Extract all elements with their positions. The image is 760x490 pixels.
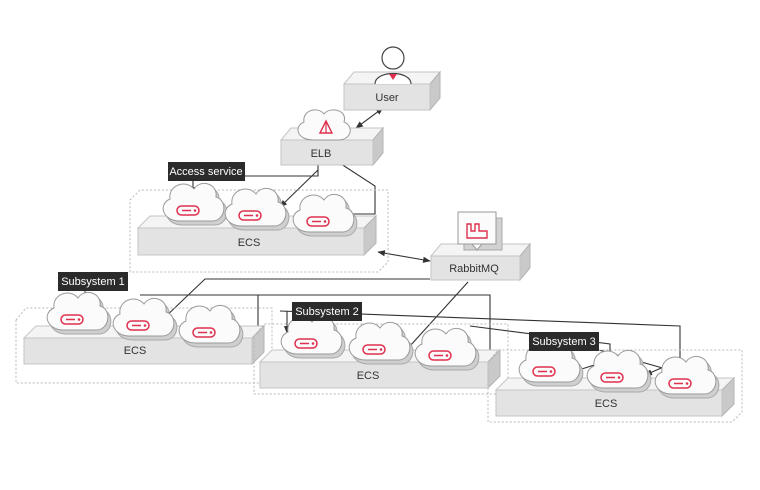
access-service-tag-text: Access service	[169, 166, 242, 178]
rabbitmq-label: RabbitMQ	[449, 263, 499, 275]
ecs-cloud-icon	[280, 315, 346, 359]
user-label: User	[375, 92, 399, 104]
elb-to-ecs-3	[334, 159, 376, 218]
ecs-cloud-icon	[178, 304, 244, 348]
ecs-cloud-icon	[112, 297, 178, 341]
sub2-ecs-label: ECS	[357, 370, 380, 382]
user-avatar-icon	[374, 46, 412, 85]
load-balancer-icon	[297, 109, 351, 141]
subsystem-1-tag-text: Subsystem 1	[61, 276, 125, 288]
ecs-cloud-icon	[586, 349, 652, 393]
ecs-cloud-icon	[162, 182, 228, 226]
sub1-link-b	[160, 278, 430, 322]
ecs-cloud-icon	[46, 291, 112, 335]
subsystem-2-tag: Subsystem 2	[292, 302, 362, 321]
user-elb-link	[355, 107, 384, 129]
subsystem-3-tag-text: Subsystem 3	[532, 336, 596, 348]
message-queue-icon	[457, 211, 503, 251]
ecs-cloud-icon	[292, 193, 358, 237]
ecs-cloud-icon	[654, 355, 720, 399]
group-boundary	[487, 349, 743, 423]
access-service-group: ECS Access service	[129, 162, 389, 273]
subsystem-1-tag: Subsystem 1	[58, 272, 128, 291]
ecs-cloud-icon	[224, 187, 290, 231]
sub1-ecs-label: ECS	[124, 345, 147, 357]
subsystem-2-tag-text: Subsystem 2	[295, 306, 359, 318]
subsystem-1-group: ECS Subsystem 1	[15, 272, 273, 384]
subsystem-3-tag: Subsystem 3	[529, 332, 599, 351]
group-boundary	[253, 323, 509, 395]
elb-node: ELB	[279, 109, 385, 167]
access-ecs-label: ECS	[238, 237, 261, 249]
elb-to-ecs-2	[279, 169, 319, 208]
group-boundary	[129, 189, 389, 273]
ecs-cloud-icon	[414, 327, 480, 371]
access-service-tag: Access service	[168, 162, 245, 181]
rabbitmq-node: RabbitMQ	[429, 211, 532, 282]
subsystem-2-group: ECS Subsystem 2	[253, 302, 509, 395]
access-rabbitmq-link	[377, 250, 431, 263]
user-node: User	[342, 46, 442, 112]
subsystem-3-group: ECS Subsystem 3	[487, 332, 743, 423]
ecs-cloud-icon	[348, 321, 414, 365]
elb-label: ELB	[311, 148, 332, 160]
sub3-ecs-label: ECS	[595, 398, 618, 410]
